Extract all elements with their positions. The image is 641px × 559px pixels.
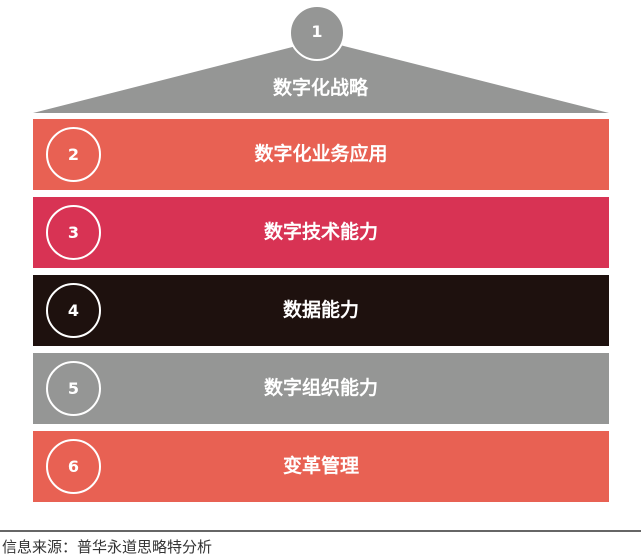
roof-title: 数字化战略 (272, 77, 368, 99)
source-note: 信息来源：普华永道思略特分析 (2, 538, 213, 556)
step-number-6: 6 (46, 439, 101, 494)
band-data-capability: 4 数据能力 (33, 275, 609, 346)
step-number-4: 4 (46, 283, 101, 338)
band-label: 数字技术能力 (263, 221, 378, 243)
band-label: 数字组织能力 (263, 377, 378, 399)
step-number-3: 3 (46, 205, 101, 260)
step-number-1: 1 (311, 22, 323, 41)
band-tech-capability: 3 数字技术能力 (33, 197, 609, 268)
step-number-2: 2 (46, 127, 101, 182)
footer-divider (0, 530, 641, 532)
band-change-management: 6 变革管理 (33, 431, 609, 502)
roof-shape (33, 5, 609, 113)
band-label: 变革管理 (282, 455, 359, 477)
step-number-5: 5 (46, 361, 101, 416)
band-org-capability: 5 数字组织能力 (33, 353, 609, 424)
band-label: 数字化业务应用 (254, 143, 388, 165)
band-business-apps: 2 数字化业务应用 (33, 119, 609, 190)
band-label: 数据能力 (282, 299, 359, 321)
